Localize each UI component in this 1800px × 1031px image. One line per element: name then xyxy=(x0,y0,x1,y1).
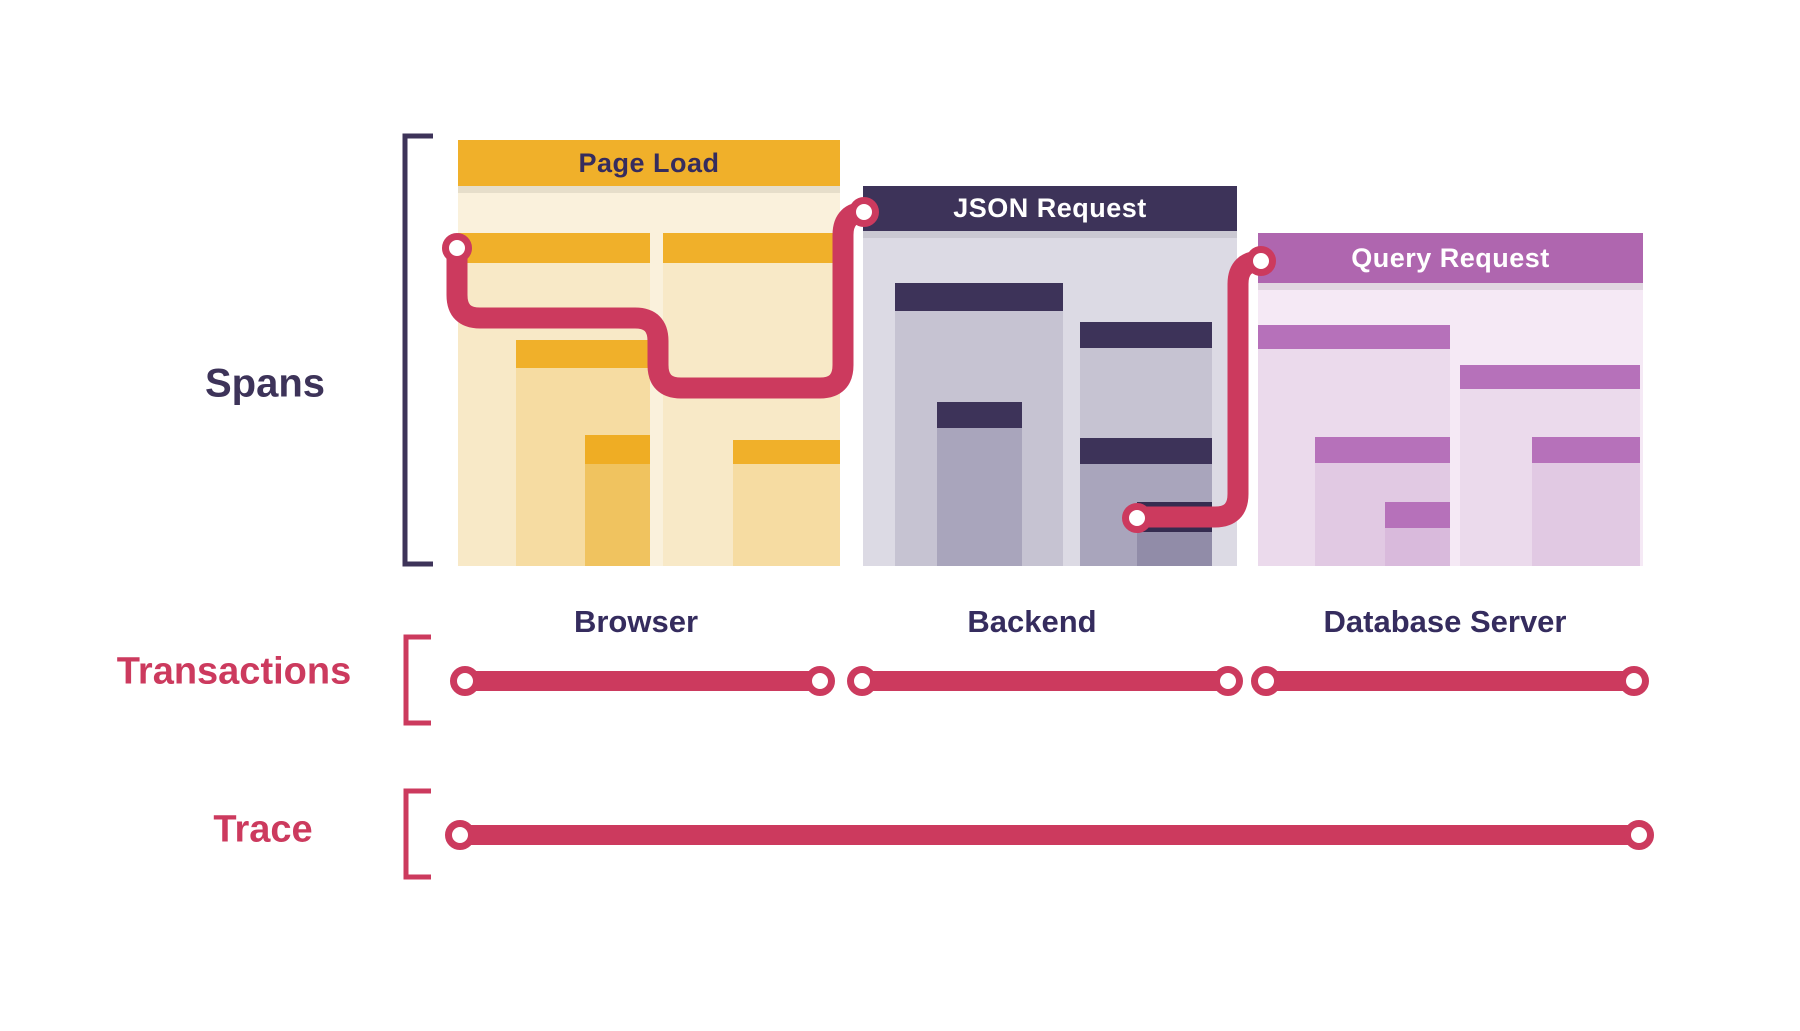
json-request-span-4-bar xyxy=(1080,438,1212,464)
query-request-span-4-bar xyxy=(1532,437,1640,463)
json-request-header: JSON Request xyxy=(863,186,1237,231)
query-request-span-5-body xyxy=(1385,528,1450,566)
json-request-span-3 xyxy=(937,402,1022,566)
json-request-span-5-body xyxy=(1137,532,1212,566)
trace-endpoint-marker xyxy=(805,666,835,696)
query-request-span-3-bar xyxy=(1315,437,1450,463)
trace-label: Trace xyxy=(213,808,313,851)
page-load-span-4-bar xyxy=(733,440,840,464)
query-request-span-2-bar xyxy=(1460,365,1640,389)
page-load-header: Page Load xyxy=(458,140,840,186)
json-request-span-2-bar xyxy=(1080,322,1212,348)
query-request-span-4 xyxy=(1532,437,1640,566)
page-load-span-2-bar xyxy=(663,233,840,263)
transactions-bracket xyxy=(403,634,431,726)
trace-endpoint-marker xyxy=(450,666,480,696)
page-load-span-3-bar xyxy=(516,340,650,368)
page-load-span-1-bar xyxy=(458,233,650,263)
query-request-span-5-bar xyxy=(1385,502,1450,528)
trace-endpoint-marker xyxy=(847,666,877,696)
json-request-span-5-bar xyxy=(1137,502,1212,532)
trace-endpoint-marker xyxy=(1619,666,1649,696)
trace-endpoint-marker xyxy=(445,820,475,850)
query-request-span-5 xyxy=(1385,502,1450,566)
spans-bracket xyxy=(402,133,433,567)
json-request-span-1-bar xyxy=(895,283,1063,311)
trace-endpoint-marker xyxy=(1624,820,1654,850)
query-request-span-4-body xyxy=(1532,463,1640,566)
page-load-span-5-body xyxy=(585,464,650,566)
page-load-span-5-bar xyxy=(585,435,650,464)
json-request-span-3-bar xyxy=(937,402,1022,428)
backend-caption: Backend xyxy=(967,604,1097,639)
json-request-span-3-body xyxy=(937,428,1022,566)
browser-caption: Browser xyxy=(573,604,699,639)
page-load-span-4-body xyxy=(733,464,840,566)
query-request-span-1-bar xyxy=(1258,325,1450,349)
spans-label: Spans xyxy=(204,361,326,406)
transactions-label: Transactions xyxy=(116,650,352,693)
trace-endpoint-marker xyxy=(1213,666,1243,696)
page-load-span-4 xyxy=(733,440,840,566)
query-request-header: Query Request xyxy=(1258,233,1643,283)
database-server-caption: Database Server xyxy=(1323,604,1567,639)
json-request-span-5 xyxy=(1137,502,1212,566)
trace-bracket xyxy=(403,788,431,880)
page-load-span-5 xyxy=(585,435,650,566)
trace-endpoint-marker xyxy=(1251,666,1281,696)
